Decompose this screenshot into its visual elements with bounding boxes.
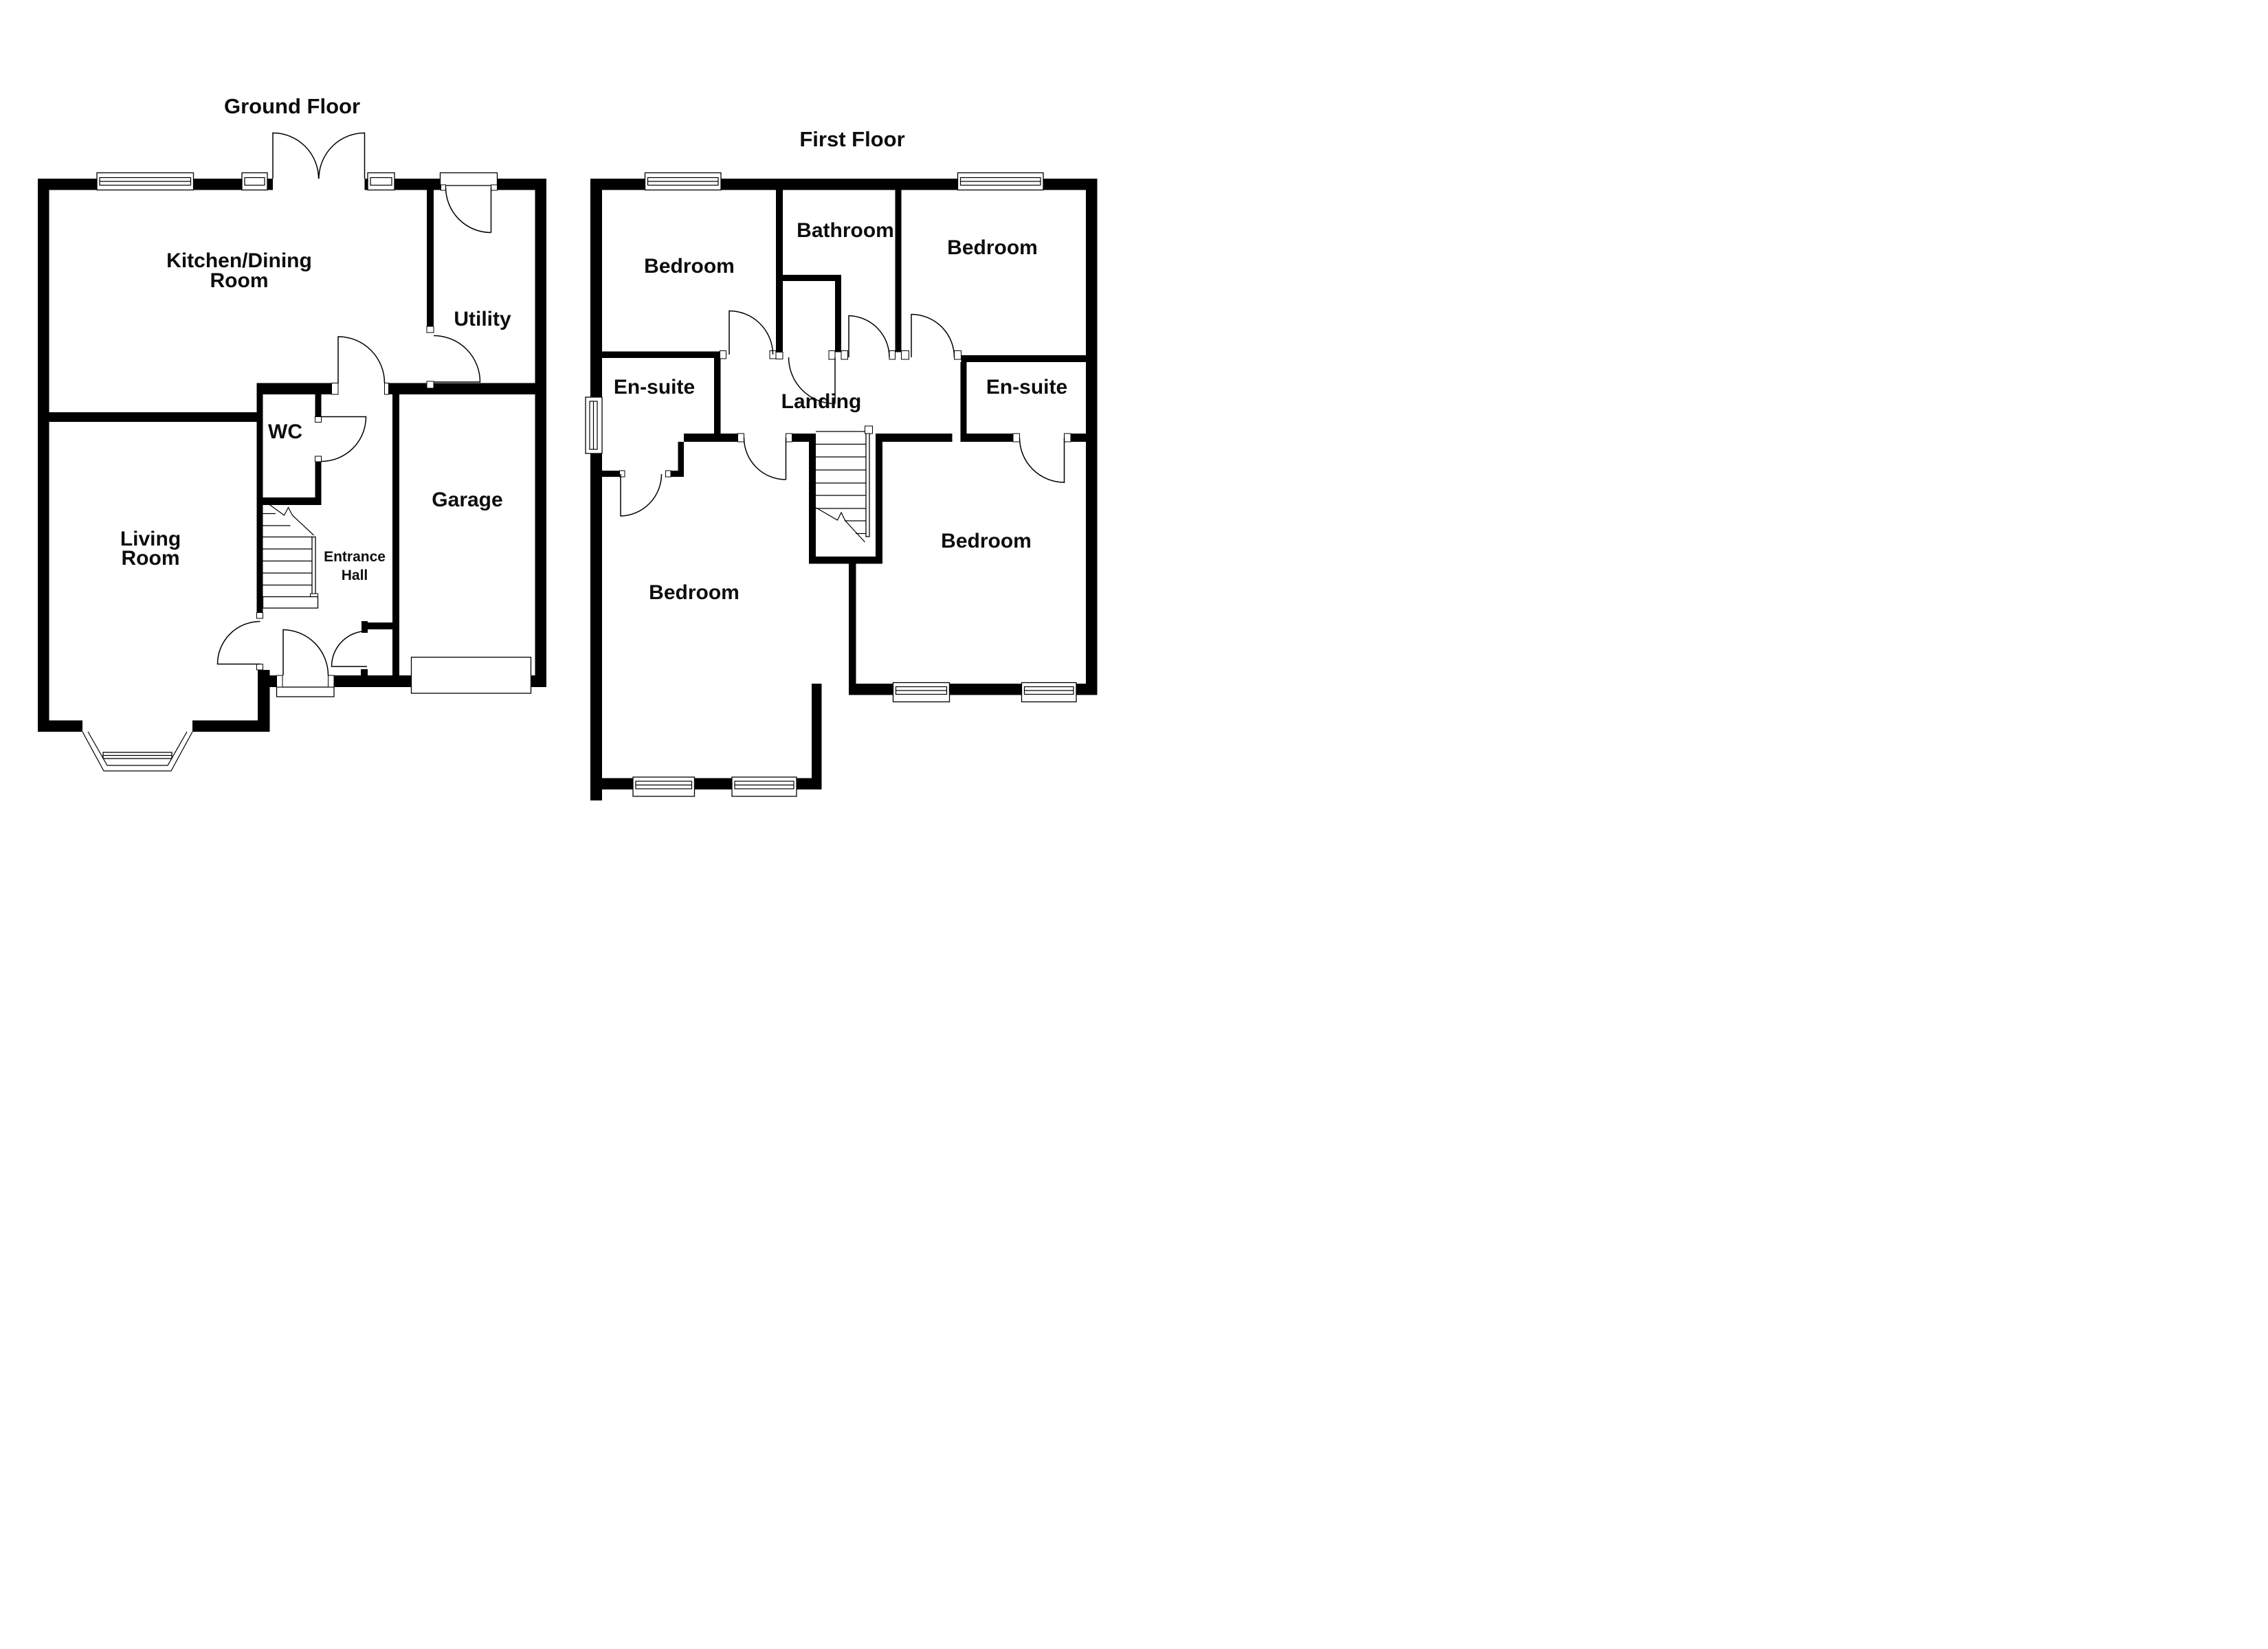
bedroom-br-window-1 bbox=[892, 682, 950, 703]
bedroom-tl-door-arc bbox=[729, 310, 774, 355]
first-floor-windows bbox=[585, 172, 1077, 797]
kitchen-small-window-right bbox=[367, 172, 395, 191]
ground-floor-walls bbox=[38, 179, 546, 732]
first-floor-title: First Floor bbox=[799, 127, 905, 151]
stair-rail bbox=[865, 431, 870, 537]
front-door-arc bbox=[282, 629, 329, 676]
hall-lobby-door-arc bbox=[331, 630, 368, 667]
ensuite-left-label: En-suite bbox=[613, 376, 696, 399]
floor-plan-drawing bbox=[38, 132, 1098, 800]
kitchen-dining-label-line1: Kitchen/Dining bbox=[166, 249, 312, 272]
garage-label: Garage bbox=[432, 489, 503, 511]
stair-break-line bbox=[816, 507, 865, 543]
living-room-label-line1: Living bbox=[120, 528, 181, 550]
ground-floor-title: Ground Floor bbox=[223, 94, 361, 118]
bedroom-bl-window-2 bbox=[731, 776, 797, 797]
stair-break-line bbox=[263, 500, 314, 536]
ground-floor-doors bbox=[216, 132, 492, 676]
bedroom-tl-window bbox=[644, 172, 722, 191]
garage-door bbox=[410, 656, 532, 694]
stair-newel bbox=[865, 425, 873, 434]
bedroom-bottom-left-label: Bedroom bbox=[649, 581, 740, 604]
landing-label: Landing bbox=[781, 390, 862, 413]
first-floor-stairs bbox=[816, 425, 873, 543]
first-floor-door-jambs bbox=[619, 350, 1071, 478]
bathroom-door-arc bbox=[848, 315, 890, 358]
ensuite-left-door-arc bbox=[620, 473, 663, 517]
bedroom-br-window-2 bbox=[1021, 682, 1077, 703]
entrance-hall-label-line2: Hall bbox=[341, 568, 368, 583]
utility-door-frame bbox=[439, 172, 498, 186]
front-door-sill bbox=[276, 686, 335, 697]
cupboard-door-arc bbox=[788, 357, 836, 405]
ground-floor-door-jambs bbox=[256, 184, 498, 688]
wc-label: WC bbox=[268, 420, 302, 443]
bedroom-tr-window bbox=[957, 172, 1044, 191]
stair-bottom-tread bbox=[262, 596, 319, 609]
bedroom-bl-door-arc bbox=[743, 437, 787, 480]
bedroom-top-right-label: Bedroom bbox=[947, 236, 1038, 259]
living-room-label-line2: Room bbox=[121, 547, 180, 570]
utility-external-door-arc bbox=[445, 187, 492, 234]
kitchen-window bbox=[96, 172, 194, 191]
living-room-door-arc bbox=[216, 620, 260, 665]
stair-rail bbox=[311, 536, 316, 595]
ensuite-right-door-arc bbox=[1019, 437, 1065, 483]
bay-window bbox=[82, 731, 193, 772]
first-floor-doors bbox=[620, 310, 1065, 517]
kitchen-dining-label-line2: Room bbox=[210, 269, 269, 292]
wc-door-arc bbox=[321, 416, 367, 462]
kitchen-small-window-left bbox=[241, 172, 268, 191]
entrance-hall-label-line1: Entrance bbox=[324, 549, 386, 565]
ground-floor-stairs bbox=[262, 500, 319, 609]
floor-plan-page: Ground Floor Kitchen/Dining Room Utility… bbox=[0, 0, 1134, 824]
kitchen-utility-door-arc bbox=[433, 335, 481, 383]
french-doors-arc bbox=[272, 132, 366, 179]
kitchen-hall-door-arc bbox=[337, 336, 386, 383]
utility-label: Utility bbox=[454, 308, 511, 330]
bedroom-bl-window-1 bbox=[632, 776, 696, 797]
bathroom-label: Bathroom bbox=[797, 219, 894, 242]
ensuite-right-label: En-suite bbox=[986, 376, 1068, 399]
first-floor-walls bbox=[590, 179, 1098, 800]
ensuite-left-side-window bbox=[585, 396, 603, 454]
bedroom-top-left-label: Bedroom bbox=[644, 255, 735, 278]
bedroom-tr-door-arc bbox=[911, 313, 955, 358]
bedroom-bottom-right-label: Bedroom bbox=[941, 530, 1032, 552]
ground-floor-windows bbox=[82, 172, 532, 772]
